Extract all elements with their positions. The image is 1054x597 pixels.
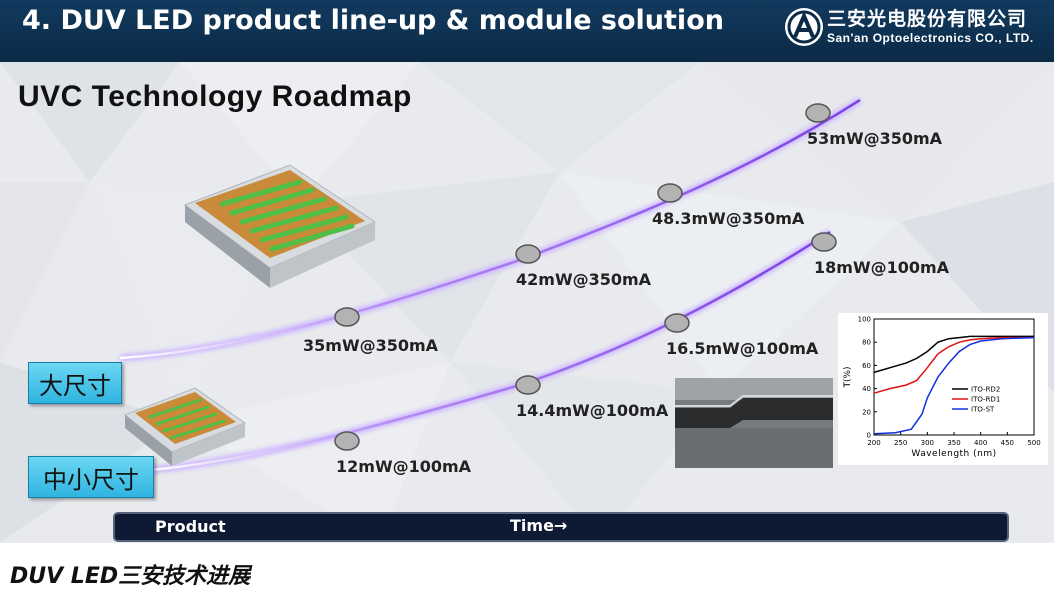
- upper-label-4: 53mW@350mA: [807, 129, 943, 148]
- upper-point-4: [805, 103, 831, 123]
- header-bar: 4. DUV LED product line-up & module solu…: [0, 0, 1054, 62]
- large-led-chip-image: [183, 164, 377, 288]
- timeline-time-label: Time→: [510, 516, 568, 535]
- company-name-cn: 三安光电股份有限公司: [827, 8, 1028, 30]
- legend-label-ito-st: ITO-ST: [971, 406, 995, 414]
- upper-point-2: [515, 244, 541, 264]
- cross-section-image: [675, 378, 833, 468]
- legend-label-ito-rd1: ITO-RD1: [971, 396, 1000, 404]
- footer-title: DUV LED三安技术进展: [10, 564, 251, 589]
- timeline-product-label: Product: [155, 517, 226, 536]
- transmittance-chart-svg: 200 250 300 350 400 450 500 0 20 40 60 80 100Wavelen…: [843, 316, 1041, 460]
- lower-point-2: [515, 375, 541, 395]
- cross-section-photo: [675, 378, 833, 468]
- x-tick-label: 200: [867, 439, 880, 447]
- y-tick-label: 100: [858, 316, 871, 324]
- content-background: [0, 62, 1054, 542]
- x-tick-label: 500: [1027, 439, 1040, 447]
- section-title: UVC Technology Roadmap: [18, 80, 412, 113]
- x-tick-label: 450: [1001, 439, 1014, 447]
- small-led-chip-image: [124, 387, 247, 466]
- y-tick-label: 60: [862, 362, 871, 370]
- series-line-ito-rd2: [873, 335, 1034, 374]
- y-tick-label: 20: [862, 408, 871, 416]
- x-tick-label: 400: [974, 439, 987, 447]
- upper-point-3: [657, 183, 683, 203]
- lower-point-1: [334, 431, 360, 451]
- x-tick-label: 300: [921, 439, 934, 447]
- lower-label-1: 12mW@100mA: [336, 457, 472, 476]
- timeline-bar: Product Time→: [113, 512, 1009, 542]
- series-line-ito-rd1: [873, 336, 1034, 394]
- lower-label-4: 18mW@100mA: [814, 258, 950, 277]
- company-name-en: San'an Optoelectronics CO., LTD.: [827, 31, 1034, 45]
- lower-point-4: [811, 232, 837, 252]
- upper-label-1: 35mW@350mA: [303, 336, 439, 355]
- y-tick-label: 40: [862, 385, 871, 393]
- chart-x-axis-label: Wavelength (nm): [911, 449, 996, 459]
- upper-label-2: 42mW@350mA: [516, 270, 652, 289]
- chart-y-axis-label: T(%): [843, 366, 853, 388]
- footer-bar: [0, 543, 1054, 597]
- lower-label-2: 14.4mW@100mA: [516, 401, 669, 420]
- lower-label-3: 16.5mW@100mA: [666, 339, 819, 358]
- y-tick-label: 0: [867, 432, 871, 440]
- series-line-ito-st: [873, 336, 1035, 435]
- lower-point-3: [664, 313, 690, 333]
- upper-point-1: [334, 307, 360, 327]
- company-logo-icon: [785, 8, 823, 46]
- x-tick-label: 250: [894, 439, 907, 447]
- upper-label-3: 48.3mW@350mA: [652, 209, 805, 228]
- small-size-label: 中小尺寸: [28, 456, 154, 498]
- large-size-label: 大尺寸: [28, 362, 122, 404]
- x-tick-label: 350: [947, 439, 960, 447]
- legend-label-ito-rd2: ITO-RD2: [971, 386, 1000, 394]
- slide-title: 4. DUV LED product line-up & module solu…: [22, 5, 724, 36]
- y-tick-label: 80: [862, 339, 871, 347]
